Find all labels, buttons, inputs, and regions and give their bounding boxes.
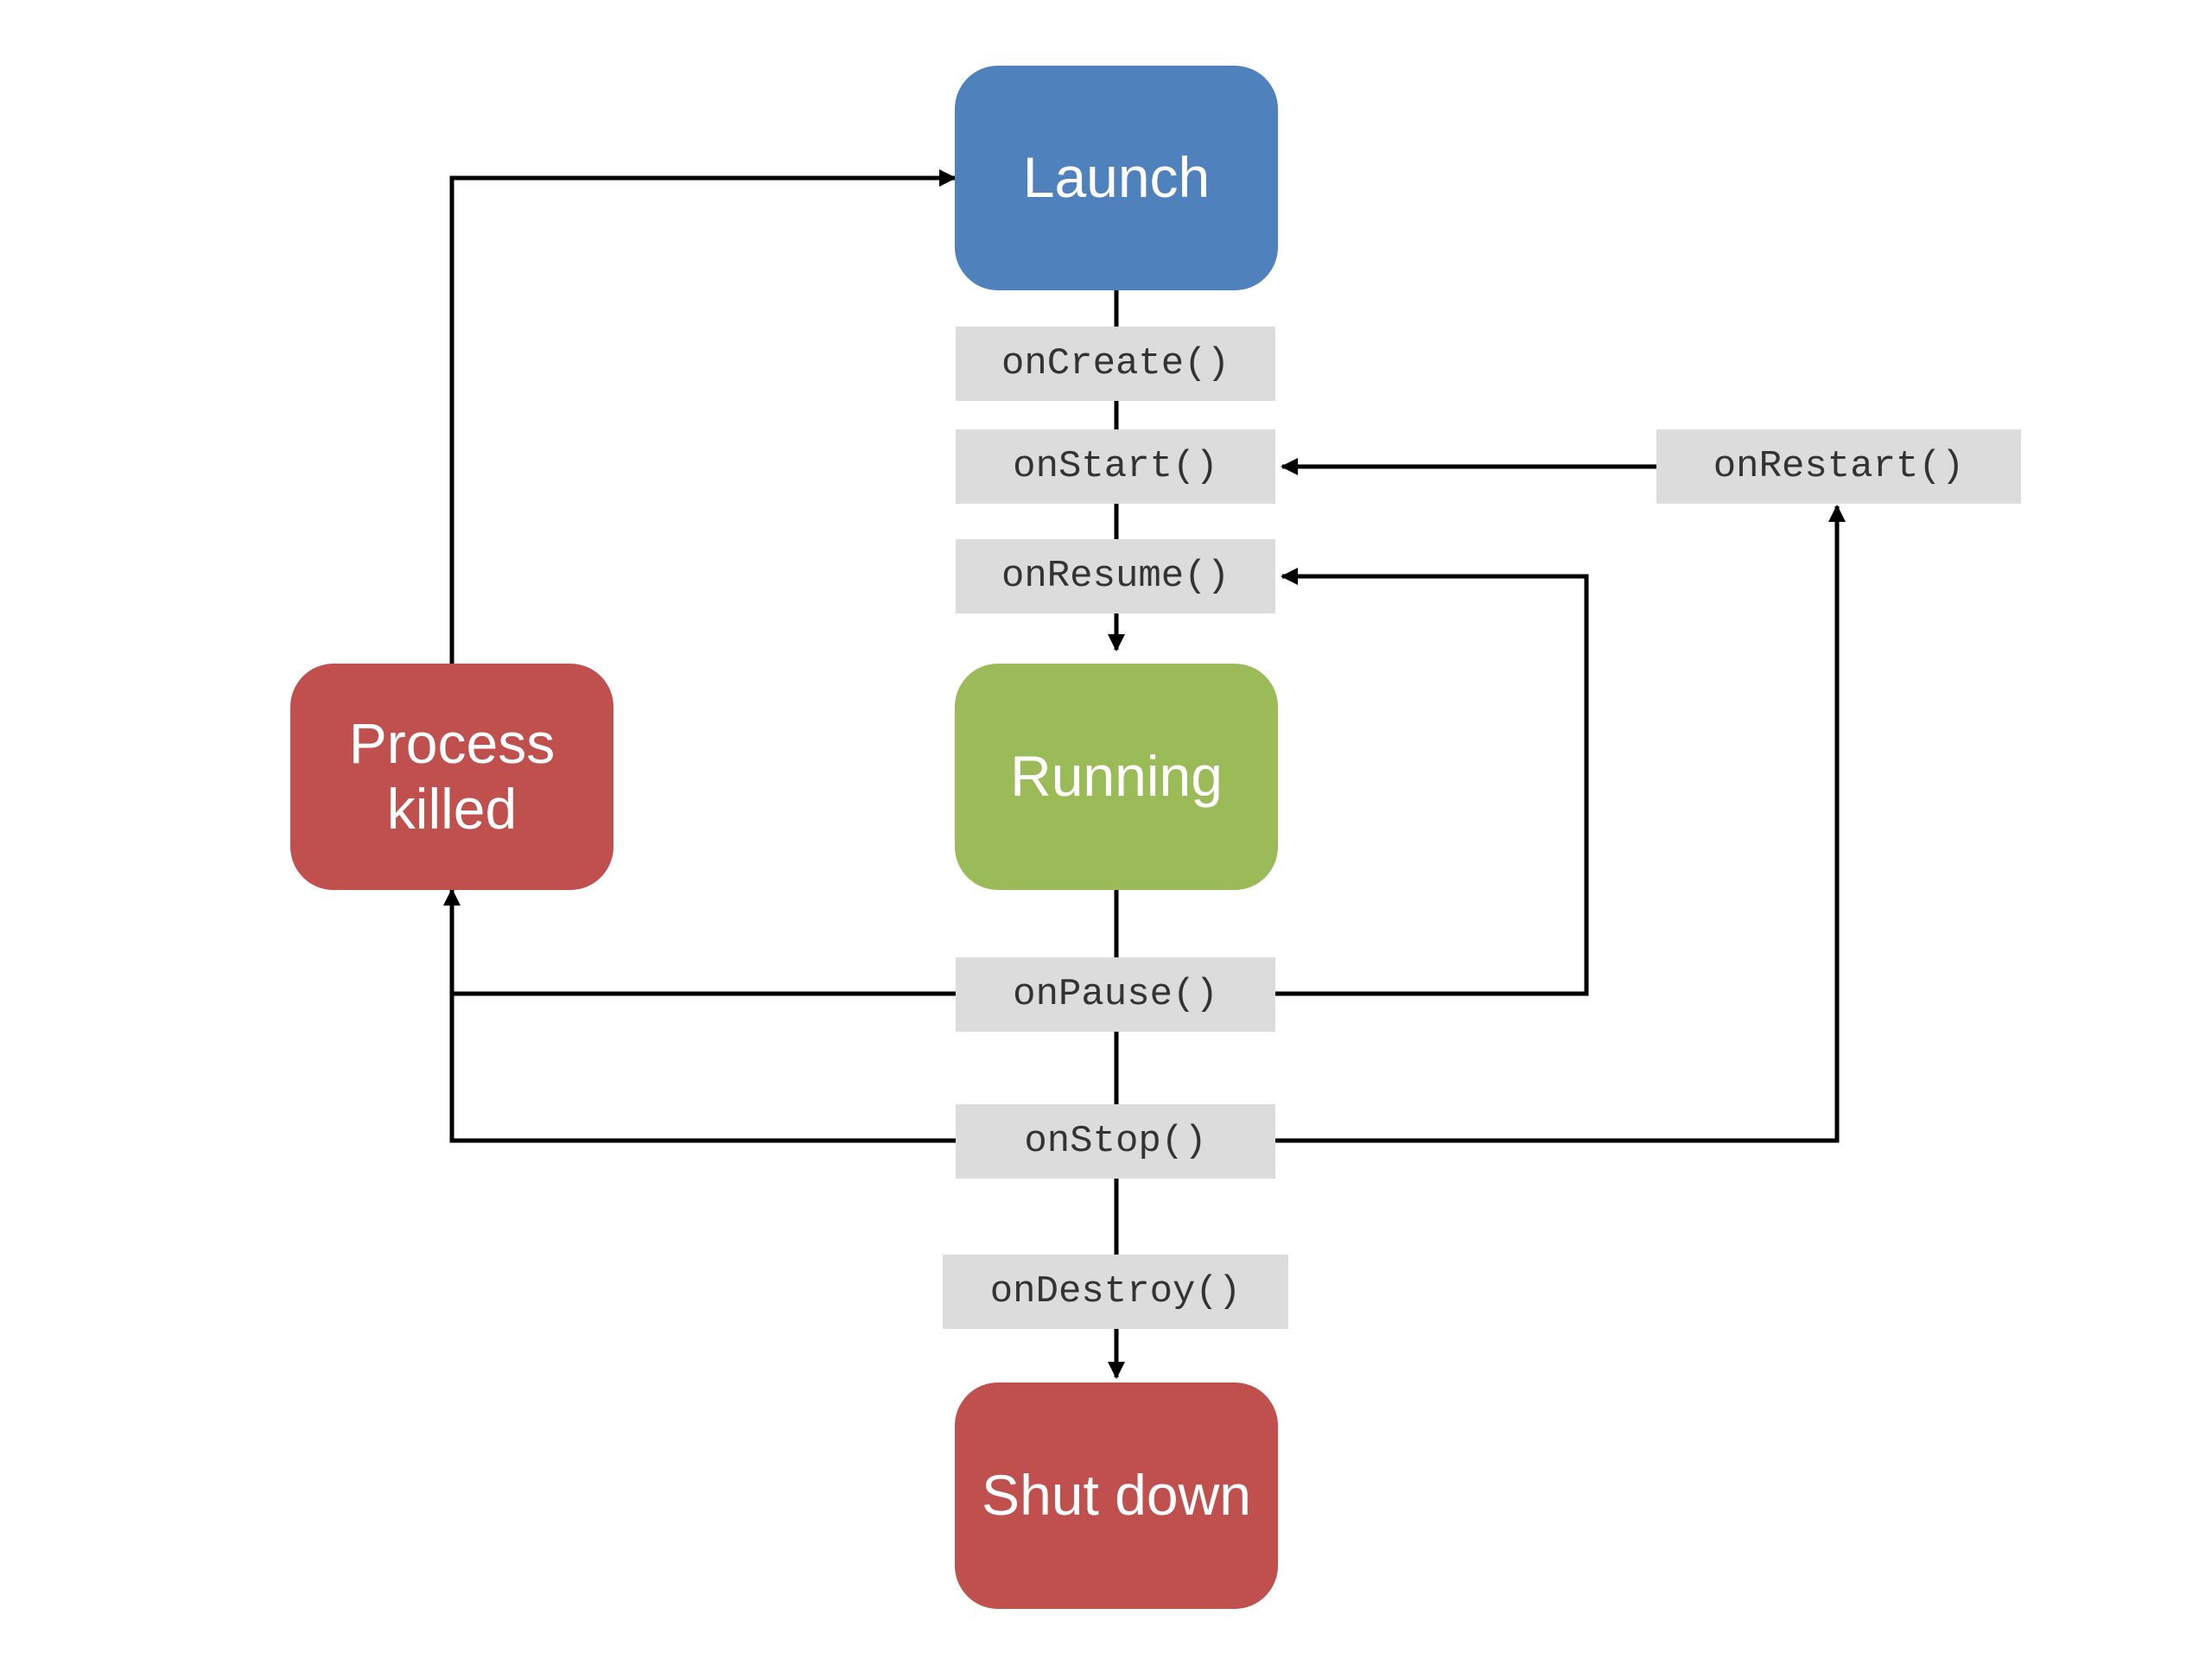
on-create-text: onCreate() <box>1001 342 1230 385</box>
running-state-box: Running <box>955 664 1278 890</box>
process-killed-state-box: Process killed <box>290 664 613 890</box>
on-pause-text: onPause() <box>1013 973 1218 1016</box>
on-resume-text: onResume() <box>1001 555 1230 598</box>
connector-stop-to-restart <box>1275 505 1846 1143</box>
on-start-label: onStart() <box>956 429 1275 504</box>
launch-state-box: Launch <box>955 66 1278 290</box>
on-restart-text: onRestart() <box>1713 445 1965 488</box>
on-create-label: onCreate() <box>956 327 1275 401</box>
on-stop-text: onStop() <box>1024 1120 1207 1163</box>
connector-pause-to-killed <box>443 888 956 996</box>
on-restart-label: onRestart() <box>1656 429 2021 504</box>
on-resume-label: onResume() <box>956 539 1275 613</box>
connector-stop-to-killed <box>449 994 956 1143</box>
on-start-text: onStart() <box>1013 445 1218 488</box>
connector-killed-to-launch <box>449 169 957 664</box>
on-stop-label: onStop() <box>956 1104 1275 1179</box>
process-killed-state-label: Process killed <box>348 711 556 841</box>
running-state-label: Running <box>1010 744 1223 809</box>
shut-down-state-box: Shut down <box>955 1382 1278 1609</box>
shut-down-state-label: Shut down <box>982 1463 1251 1528</box>
launch-state-label: Launch <box>1022 145 1211 210</box>
connector-pause-to-resume <box>1275 568 1589 996</box>
on-destroy-text: onDestroy() <box>989 1270 1242 1313</box>
on-pause-label: onPause() <box>956 957 1275 1032</box>
on-destroy-label: onDestroy() <box>943 1255 1288 1329</box>
